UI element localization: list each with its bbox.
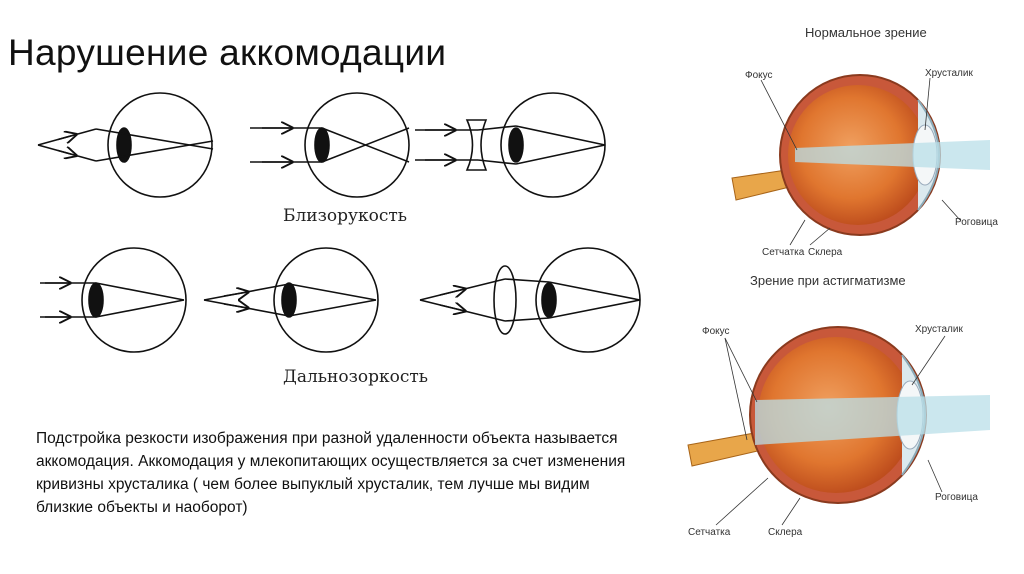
myopia-eye-1: [37, 92, 214, 198]
normal-eye-illustration: [731, 74, 990, 246]
normal-sclera-label: Склера: [808, 247, 843, 258]
myopia-eye-3-with-concave-lens: [415, 92, 606, 198]
astig-retina-label: Сетчатка: [688, 527, 731, 538]
hyperopia-eye-2: [203, 247, 379, 353]
astigmatism-heading: Зрение при астигматизме: [750, 273, 906, 288]
hyperopia-eye-1: [40, 247, 187, 353]
page-title: Нарушение аккомодации: [8, 32, 447, 73]
normal-retina-label: Сетчатка: [762, 247, 805, 258]
astig-focus-label: Фокус: [702, 326, 730, 337]
normal-cornea-label: Роговица: [955, 217, 998, 228]
normal-lens-label: Хрусталик: [925, 68, 973, 79]
normal-vision-heading: Нормальное зрение: [805, 25, 927, 40]
myopia-eye-2: [250, 92, 410, 198]
astig-sclera-label: Склера: [768, 527, 803, 538]
astig-lens-label: Хрусталик: [915, 324, 963, 335]
description-text: Подстройка резкости изображения при разн…: [36, 430, 626, 516]
normal-focus-label: Фокус: [745, 70, 773, 81]
astigmatism-eye-illustration: [687, 326, 990, 526]
astig-cornea-label: Роговица: [935, 492, 978, 503]
hyperopia-caption: Дальнозоркость: [283, 367, 429, 387]
myopia-caption: Близорукость: [283, 206, 408, 226]
hyperopia-eye-3-with-convex-lens: [419, 247, 641, 353]
